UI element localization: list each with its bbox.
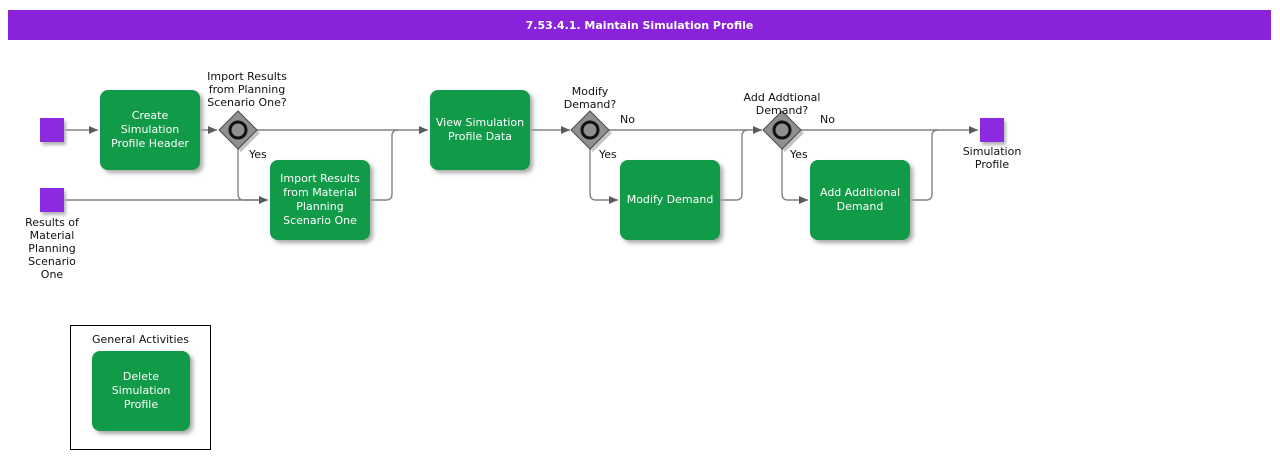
decision2-circle-icon xyxy=(580,120,600,140)
input-event-square[interactable] xyxy=(40,188,64,212)
title-banner: 7.53.4.1. Maintain Simulation Profile xyxy=(8,10,1271,40)
decision3-gateway-icon xyxy=(762,110,802,150)
decision1-yes-label: Yes xyxy=(249,148,267,161)
decision2-no-label: No xyxy=(620,113,635,126)
decision2-gateway-icon xyxy=(570,110,610,150)
page-title: 7.53.4.1. Maintain Simulation Profile xyxy=(525,18,754,32)
end-event-label: Simulation Profile xyxy=(962,145,1022,171)
activity-create-simulation-profile-header[interactable]: Create Simulation Profile Header xyxy=(100,90,200,170)
activity-modify-demand[interactable]: Modify Demand xyxy=(620,160,720,240)
decision3-question-label: Add Addtional Demand? xyxy=(743,91,821,117)
activity-label: Delete Simulation Profile xyxy=(111,370,171,411)
end-event-square[interactable] xyxy=(980,118,1004,142)
connector-decision1-yes xyxy=(237,149,258,201)
decision3-circle-icon xyxy=(772,120,792,140)
decision1-circle-icon xyxy=(228,120,248,140)
activity-delete-simulation-profile[interactable]: Delete Simulation Profile xyxy=(92,351,190,431)
decision3-yes-label: Yes xyxy=(790,148,808,161)
connector-import-merge xyxy=(370,129,399,201)
general-activities-title: General Activities xyxy=(91,333,190,346)
activity-label: Create Simulation Profile Header xyxy=(111,109,189,150)
connector-decision3-yes xyxy=(781,149,808,204)
general-activities-box: General Activities Delete Simulation Pro… xyxy=(70,325,211,450)
start-event-square[interactable] xyxy=(40,118,64,142)
decision1-question-label: Import Results from Planning Scenario On… xyxy=(207,70,287,109)
activity-add-additional-demand[interactable]: Add Additional Demand xyxy=(810,160,910,240)
activity-view-simulation-profile-data[interactable]: View Simulation Profile Data xyxy=(430,90,530,170)
activity-import-results[interactable]: Import Results from Material Planning Sc… xyxy=(270,160,370,240)
activity-label: Import Results from Material Planning Sc… xyxy=(280,172,360,227)
decision1-gateway-icon xyxy=(218,110,258,150)
decision2-question-label: Modify Demand? xyxy=(563,85,617,111)
activity-label: View Simulation Profile Data xyxy=(435,116,525,143)
connector-modify-merge xyxy=(720,129,749,201)
connector-decision2-yes xyxy=(589,149,618,204)
activity-label: Modify Demand xyxy=(626,193,714,206)
decision2-yes-label: Yes xyxy=(599,148,617,161)
decision3-no-label: No xyxy=(820,113,835,126)
connector-add-merge xyxy=(910,129,939,201)
activity-label: Add Additional Demand xyxy=(819,186,900,213)
input-event-label: Results of Material Planning Scenario On… xyxy=(25,216,79,281)
